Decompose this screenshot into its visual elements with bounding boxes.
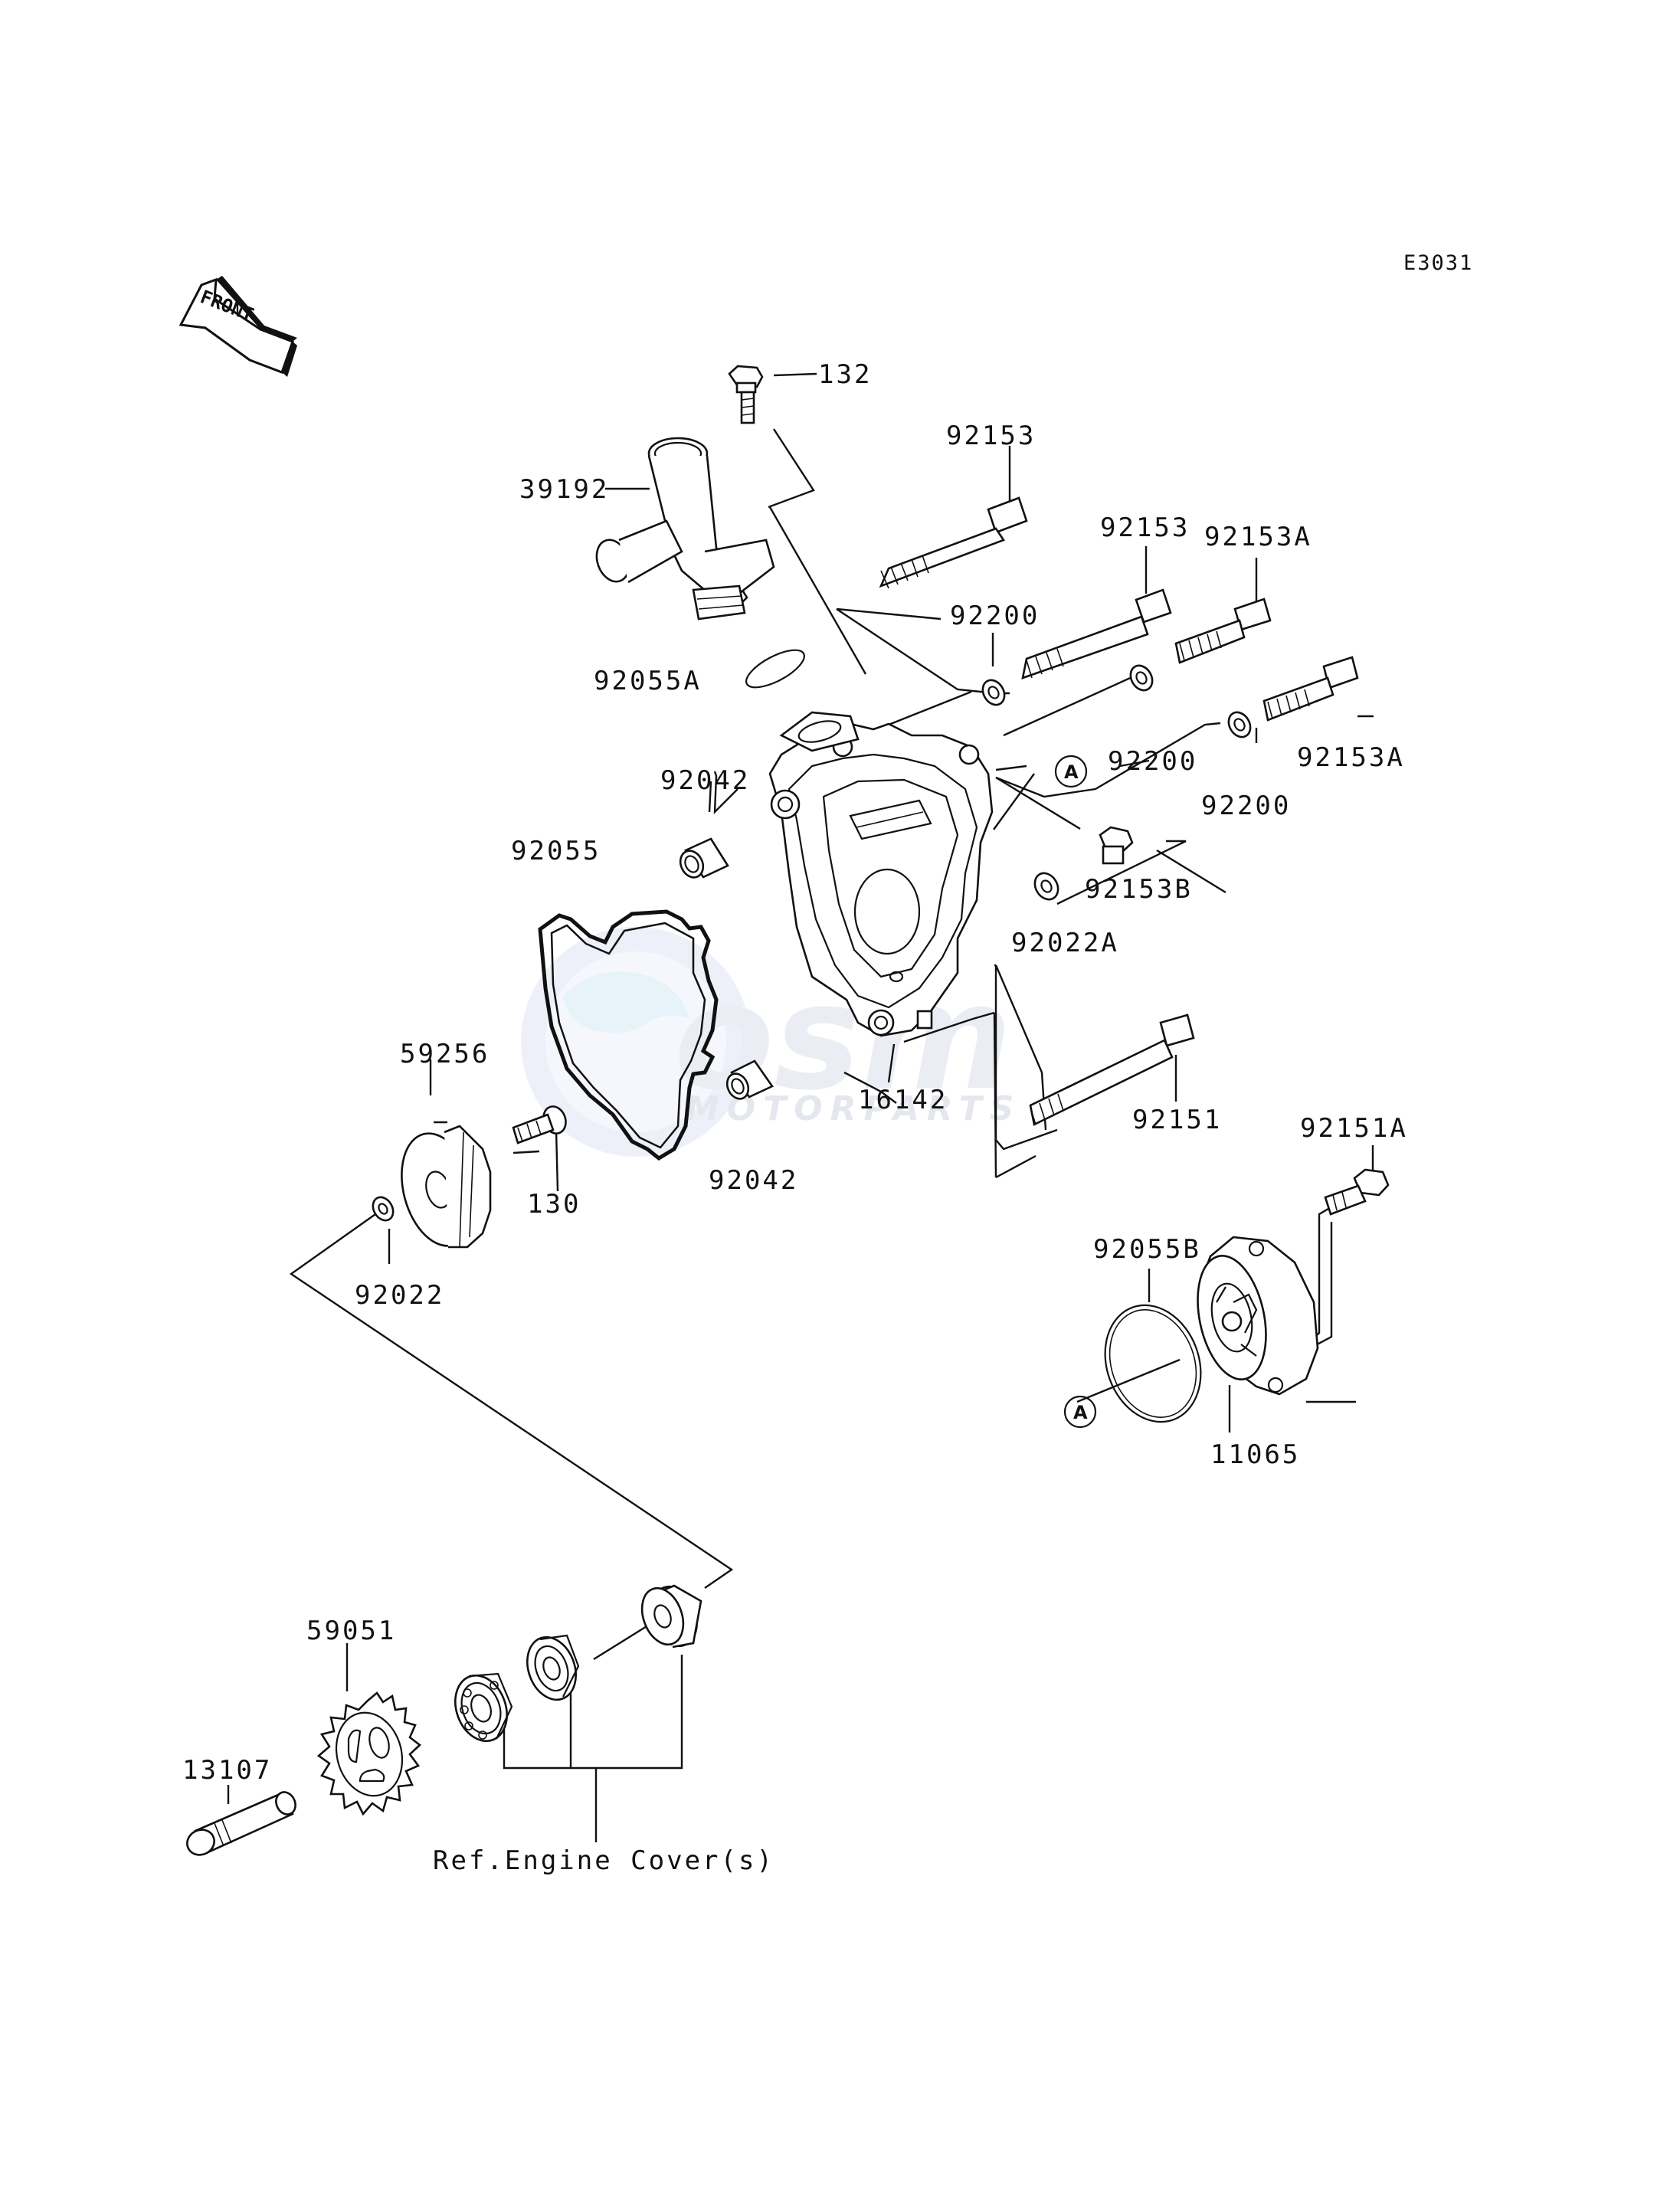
label-92151A: 92151A (1300, 1113, 1408, 1144)
svg-text:A: A (1073, 1402, 1088, 1423)
label-92200-low: 92200 (1201, 791, 1291, 821)
bolt-92153-mid (1021, 588, 1172, 679)
bolt-130 (512, 1105, 567, 1144)
bolt-92153A-top (1174, 598, 1272, 664)
front-arrow-icon: FRONT (178, 276, 297, 377)
label-130: 130 (527, 1189, 581, 1220)
label-39192: 39192 (519, 474, 609, 505)
pump-body-11065 (1197, 1236, 1319, 1396)
reference-note: Ref.Engine Cover(s) (433, 1845, 775, 1876)
dowel-92042-top (679, 837, 729, 879)
bearing-left (454, 1672, 513, 1743)
label-92153A-top: 92153A (1204, 522, 1312, 552)
diagram-code: E3031 (1403, 251, 1473, 275)
label-92055: 92055 (511, 836, 601, 866)
washer-92022A (1033, 872, 1059, 901)
label-92042-bottom: 92042 (709, 1165, 798, 1196)
svg-text:A: A (1064, 761, 1079, 783)
label-92042-top: 92042 (660, 765, 750, 796)
gear-59051 (316, 1691, 422, 1816)
label-92200-mid: 92200 (1108, 746, 1197, 777)
label-92153A-right: 92153A (1297, 742, 1405, 773)
pipe-39192 (595, 437, 775, 620)
label-132: 132 (818, 359, 872, 390)
bolt-92153-top (879, 496, 1028, 589)
oring-92055B (1104, 1304, 1202, 1423)
bearing-middle (526, 1634, 580, 1701)
bolt-92151 (1029, 1013, 1195, 1126)
label-92153-top: 92153 (946, 421, 1036, 451)
label-92153-mid: 92153 (1100, 512, 1190, 543)
gasket-92055 (538, 909, 719, 1161)
bolt-132 (728, 365, 764, 424)
washer-92200-top (981, 679, 1006, 706)
label-92055B: 92055B (1093, 1234, 1201, 1265)
part-labels: 132 92153 39192 92153 92153A 92200 92055… (182, 359, 1408, 1876)
label-92022A: 92022A (1011, 928, 1119, 958)
callout-a-top: A (1054, 755, 1088, 788)
label-13107: 13107 (182, 1755, 272, 1786)
label-59051: 59051 (306, 1616, 396, 1646)
label-92151: 92151 (1132, 1105, 1222, 1135)
label-92153B: 92153B (1085, 874, 1193, 905)
impeller-59256 (401, 1125, 492, 1249)
label-16142: 16142 (858, 1085, 948, 1115)
washer-92022 (372, 1196, 395, 1222)
label-11065: 11065 (1210, 1439, 1300, 1470)
oring-92055A (745, 649, 805, 689)
label-92200-top: 92200 (950, 601, 1040, 631)
bolt-92153B (1099, 826, 1134, 865)
washer-92200-low (1227, 711, 1252, 738)
label-92022: 92022 (355, 1280, 444, 1311)
bolt-92153A-right (1262, 656, 1359, 722)
bolt-92151A (1324, 1168, 1390, 1216)
dowel-92042-bottom (725, 1059, 774, 1100)
pump-cover-16142 (768, 711, 994, 1037)
callout-a-bottom: A (1063, 1395, 1097, 1429)
leader-lines (227, 372, 1374, 1842)
washer-92200-mid (1129, 664, 1154, 692)
label-59256: 59256 (400, 1039, 490, 1069)
seal-right (640, 1584, 702, 1649)
label-92055A: 92055A (594, 666, 702, 696)
shaft-13107 (186, 1791, 296, 1856)
